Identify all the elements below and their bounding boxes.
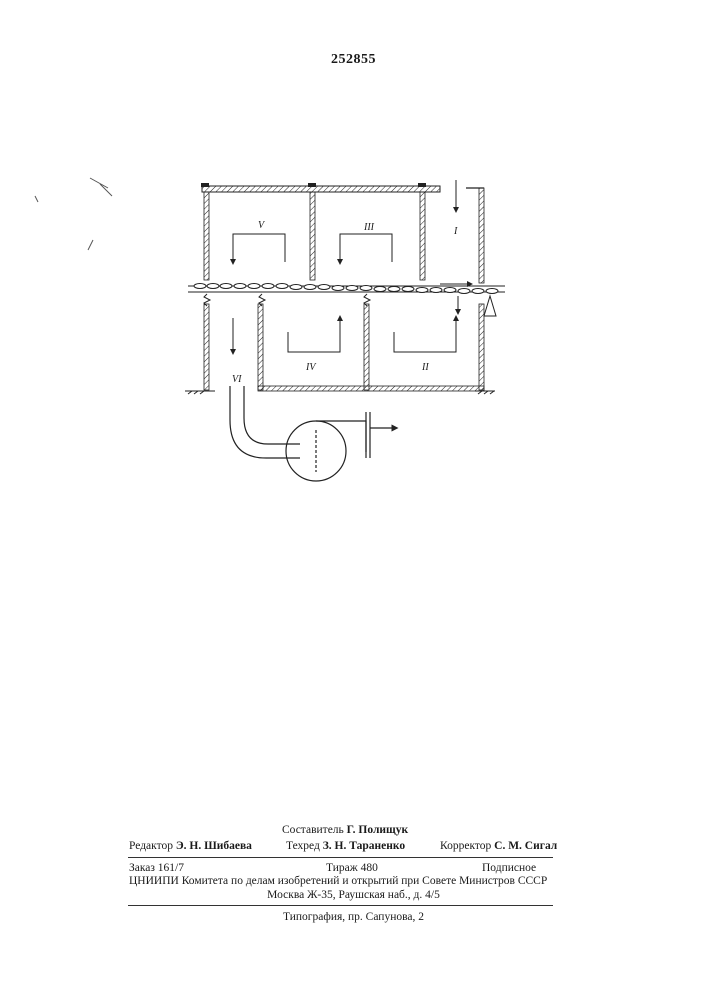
corrector-line: Корректор С. М. Сигал [440,839,557,853]
divider-1 [128,857,553,858]
compiler-name: Г. Полищук [347,824,408,836]
springs [204,294,370,306]
technical-drawing: V III I IV II VI [0,0,707,520]
institute-line: ЦНИИПИ Комитета по делам изобретений и о… [129,874,553,888]
subscription: Подписное [482,861,536,875]
label-III: III [363,222,375,233]
address-line: Москва Ж-35, Раушская наб., д. 4/5 [0,888,707,902]
top-wall [202,186,440,192]
exhaust-duct [230,386,300,458]
compiler-label: Составитель [282,824,344,836]
corrector-label: Корректор [440,840,491,852]
editor-label: Редактор [129,840,173,852]
stray-marks [35,178,112,250]
fan [286,412,395,481]
techred-line: Техред З. Н. Тараненко [286,839,405,853]
lower-partitions [204,304,484,390]
editor-name: Э. Н. Шибаева [176,840,252,852]
order-number: Заказ 161/7 [129,861,184,875]
label-VI: VI [232,374,242,385]
divider-2 [128,905,553,906]
bottom-wall [258,386,484,391]
flow-arrows-lower [233,318,456,352]
corrector-name: С. М. Сигал [494,840,557,852]
compiler-line: Составитель Г. Полищук [282,823,408,837]
label-II: II [421,362,429,373]
editor-line: Редактор Э. Н. Шибаева [129,839,252,853]
label-V: V [258,220,266,231]
printing-line: Типография, пр. Сапунова, 2 [0,910,707,924]
circulation: Тираж 480 [326,861,378,875]
label-I: I [453,226,458,237]
inlet-wall [456,180,484,283]
ground [185,391,495,394]
techred-name: З. Н. Тараненко [323,840,405,852]
label-IV: IV [305,362,317,373]
techred-label: Техред [286,840,320,852]
